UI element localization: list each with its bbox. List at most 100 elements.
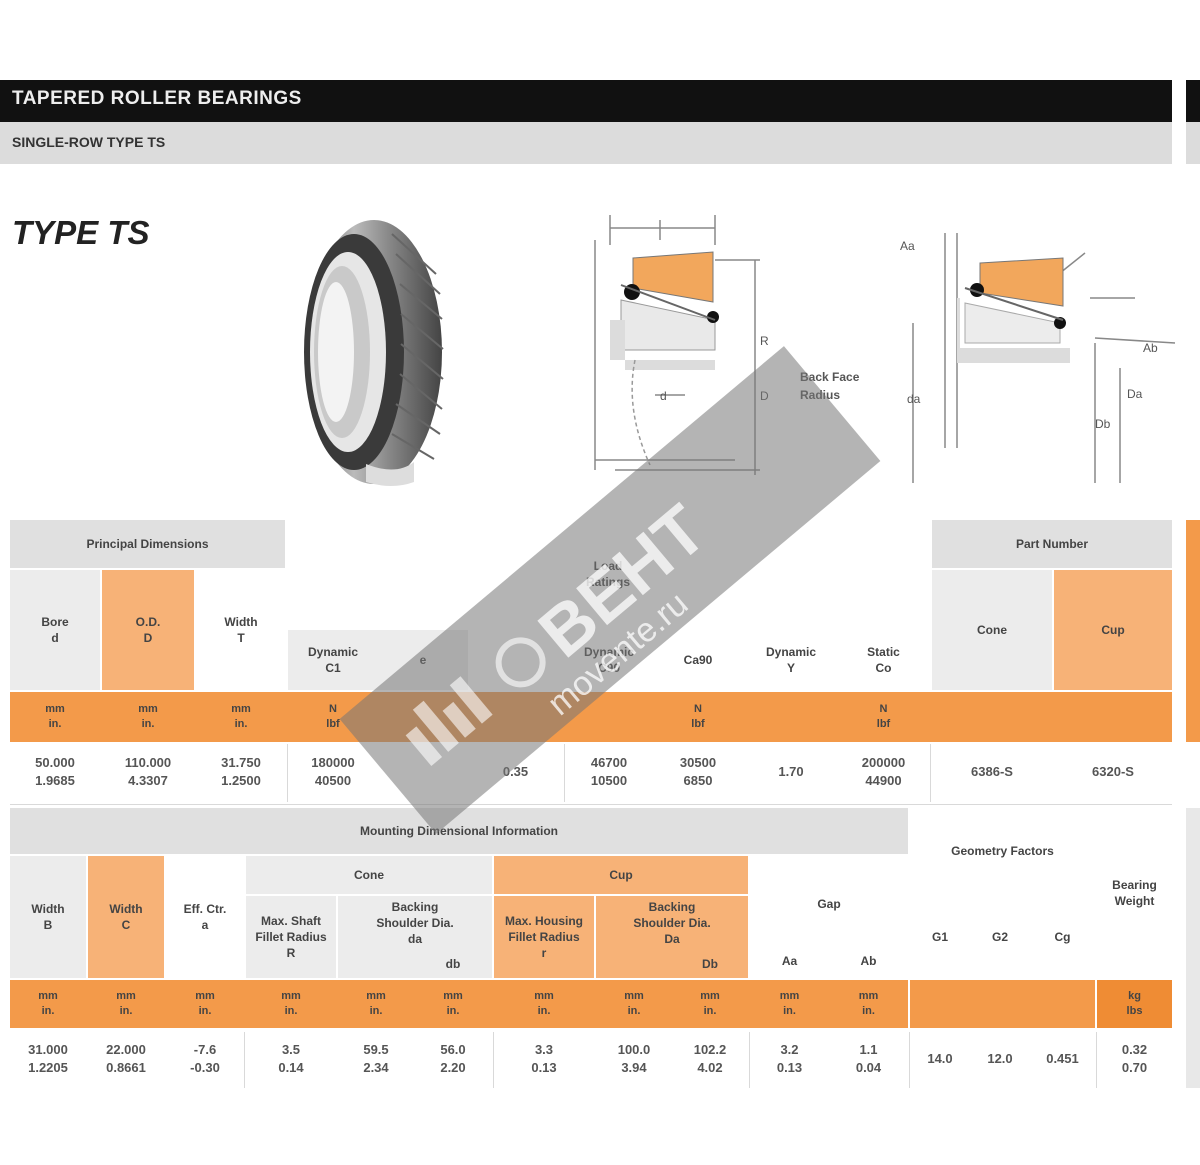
svg-text:R: R xyxy=(760,334,769,348)
col-od: O.D. D xyxy=(102,570,194,690)
header-title-bar-edge xyxy=(1186,80,1200,122)
cell-width-c: 22.000 0.8661 xyxy=(106,1042,146,1075)
unit-width: mm in. xyxy=(231,703,251,730)
type-title: TYPE TS xyxy=(12,214,150,251)
right-edge-strip-2 xyxy=(1186,808,1200,1088)
col-c1: Dynamic C1 xyxy=(288,630,378,690)
col-cup-da xyxy=(596,950,672,978)
cell-cup: 6320-S xyxy=(1092,764,1134,780)
col-cone-backing: Backing Shoulder Dia. da xyxy=(338,896,492,950)
cell-bore: 50.000 1.9685 xyxy=(35,755,75,788)
unit-od: mm in. xyxy=(138,703,158,730)
cell-c90: 46700 10500 xyxy=(590,755,628,788)
cell-r: 3.5 0.14 xyxy=(278,1042,304,1075)
cell-width-b: 31.000 1.2205 xyxy=(28,1042,68,1075)
group-cup: Cup xyxy=(494,856,748,894)
units-bar-2 xyxy=(10,980,908,1028)
col-bore: Bore d xyxy=(10,570,100,690)
header-subtitle-bar: SINGLE-ROW TYPE TS xyxy=(0,122,1172,164)
cell-ab: 1.1 0.04 xyxy=(855,1042,882,1075)
group-part-number: Part Number xyxy=(932,520,1172,568)
group-geometry: Geometry Factors xyxy=(910,808,1095,894)
col-cone: Cone xyxy=(932,570,1052,690)
group-cone: Cone xyxy=(246,856,492,894)
svg-text:d: d xyxy=(660,389,667,403)
unit-db: mm in. xyxy=(443,990,463,1017)
cell-Da: 100.0 3.94 xyxy=(617,1042,651,1075)
mounting-diagram: Aa Ab da Da Db xyxy=(900,233,1176,483)
col-c90: Dynamic C90 xyxy=(565,630,653,690)
cell-ca90: 30500 6850 xyxy=(679,755,717,788)
svg-text:D: D xyxy=(760,389,769,403)
unit-aa: mm in. xyxy=(779,990,800,1017)
col-g1: G1 xyxy=(910,896,970,978)
col-gap: Gap xyxy=(750,856,908,952)
unit-ab: mm in. xyxy=(858,990,879,1017)
cell-y: 1.70 xyxy=(778,764,804,780)
units-bar-2-weight xyxy=(1097,980,1172,1028)
header-subtitle: SINGLE-ROW TYPE TS xyxy=(12,134,166,150)
col-cone-da xyxy=(338,950,414,978)
col-g2: G2 xyxy=(970,896,1030,978)
cell-r2: 3.3 0.13 xyxy=(531,1042,557,1075)
unit-eff: mm in. xyxy=(195,990,215,1017)
col-cup: Cup xyxy=(1054,570,1172,690)
group-load-ratings: Load Ratings xyxy=(288,520,928,628)
unit-co: N lbf xyxy=(876,703,891,730)
cell-weight: 0.32 0.70 xyxy=(1121,1042,1148,1075)
unit-Da: mm in. xyxy=(624,990,644,1017)
group-principal-dimensions: Principal Dimensions xyxy=(10,520,285,568)
col-e: e xyxy=(378,630,468,690)
unit-c: mm in. xyxy=(116,990,136,1017)
cell-aa: 3.2 0.13 xyxy=(776,1042,803,1075)
header-title-bar: TAPERED ROLLER BEARINGS xyxy=(0,80,1172,122)
col-cg: Cg xyxy=(1030,896,1095,978)
cell-width: 31.750 1.2500 xyxy=(221,755,261,788)
group-mounting: Mounting Dimensional Information xyxy=(10,808,908,854)
unit-da: mm in. xyxy=(366,990,386,1017)
unit-bore: mm in. xyxy=(45,703,65,730)
cell-db: 56.0 2.20 xyxy=(440,1042,466,1075)
cell-e: 0.35 xyxy=(502,764,529,780)
svg-text:Ab: Ab xyxy=(1143,341,1158,355)
group-weight: Bearing Weight xyxy=(1097,808,1172,978)
svg-text:Db: Db xyxy=(1095,417,1111,431)
unit-c90: N lbf xyxy=(691,703,705,730)
col-cup-backing: Backing Shoulder Dia. Da xyxy=(596,896,748,950)
cell-Db: 102.2 4.02 xyxy=(693,1042,727,1075)
cell-cg: 0.451 xyxy=(1046,1051,1079,1067)
cell-cone: 6386-S xyxy=(971,764,1013,780)
col-cup-db: Db xyxy=(672,950,748,978)
unit-Db: mm in. xyxy=(700,990,720,1017)
right-edge-strip xyxy=(1186,520,1200,742)
col-housing-fillet: Max. Housing Fillet Radius r xyxy=(494,896,594,978)
svg-text:da: da xyxy=(907,392,921,406)
col-shaft-fillet: Max. Shaft Fillet Radius R xyxy=(246,896,336,978)
header-title: TAPERED ROLLER BEARINGS xyxy=(12,88,302,109)
cell-g1: 14.0 xyxy=(927,1051,953,1067)
col-y: Dynamic Y xyxy=(745,630,837,690)
header-subtitle-bar-edge xyxy=(1186,122,1200,164)
col-blank xyxy=(468,630,563,690)
bearing-illustration xyxy=(304,220,444,486)
cell-od: 110.000 4.3307 xyxy=(124,755,172,788)
col-width: Width T xyxy=(196,570,286,690)
units-bar-2-geo xyxy=(910,980,1095,1028)
col-width-c: Width C xyxy=(88,856,164,978)
cell-eff: -7.6 -0.30 xyxy=(190,1042,220,1075)
cell-c1: 180000 40500 xyxy=(311,755,355,788)
svg-text:Da: Da xyxy=(1127,387,1143,401)
col-aa: Aa xyxy=(750,944,829,978)
unit-c1: N lbf xyxy=(326,703,340,730)
unit-weight: kg lbs xyxy=(1126,990,1143,1017)
unit-r2: mm in. xyxy=(534,990,554,1017)
col-eff-ctr: Eff. Ctr. a xyxy=(166,856,244,978)
cell-da: 59.5 2.34 xyxy=(363,1042,389,1075)
unit-r: mm in. xyxy=(281,990,301,1017)
unit-b: mm in. xyxy=(38,990,58,1017)
svg-text:Aa: Aa xyxy=(900,239,915,253)
cross-section-diagram: R D d xyxy=(594,215,769,475)
cell-co: 200000 44900 xyxy=(861,755,906,788)
col-ab: Ab xyxy=(829,944,908,978)
diagram-label: Back Face Radius xyxy=(800,370,860,402)
